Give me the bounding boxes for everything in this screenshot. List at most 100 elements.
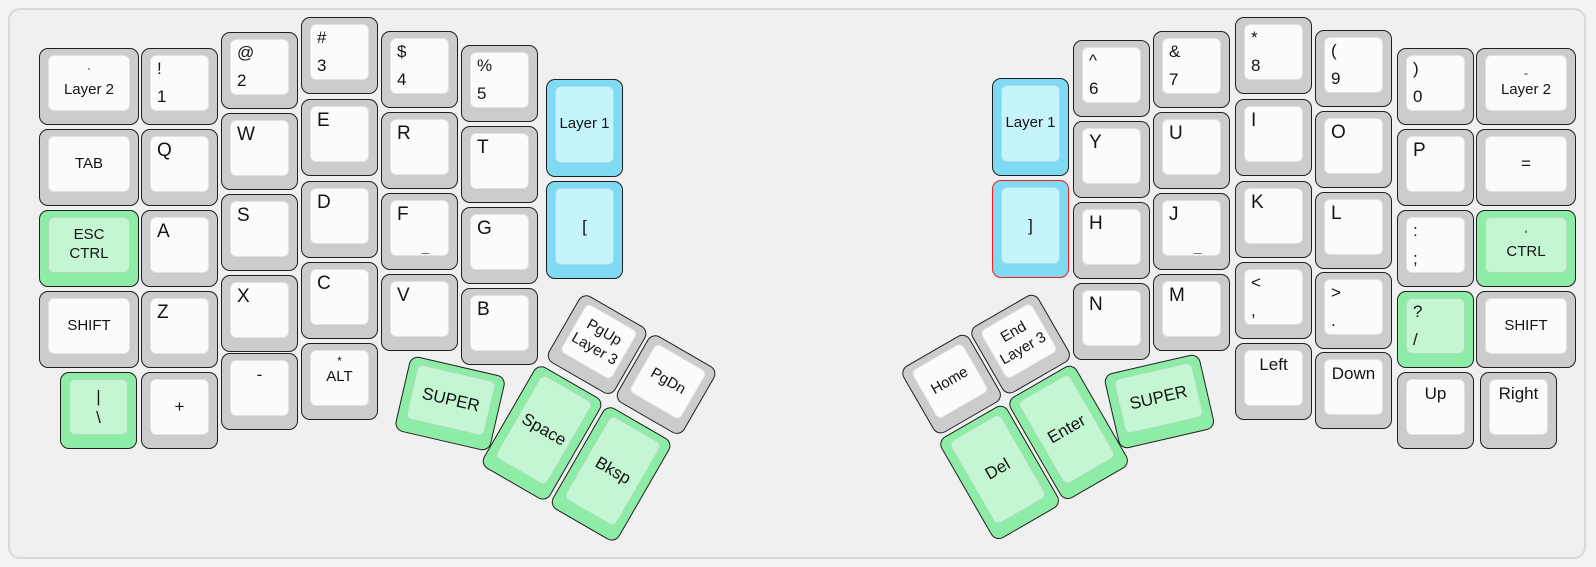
key-legend-group: = (1486, 137, 1566, 191)
key-x[interactable]: X (221, 275, 298, 352)
key-layer1-left[interactable]: Layer 1 (546, 79, 623, 177)
key-lbracket[interactable]: [ (546, 181, 623, 279)
key-legend: Up (1424, 384, 1447, 403)
key-legend: W (237, 124, 255, 145)
key-tab[interactable]: TAB (39, 129, 139, 206)
key-down-arrow[interactable]: Down (1315, 352, 1392, 429)
key-legend: 6 (1089, 79, 1099, 99)
key-shift-right[interactable]: SHIFT (1476, 291, 1576, 368)
keycap-top: - (230, 360, 289, 416)
key-legend-group: Home (912, 343, 988, 418)
key-legend: * (337, 354, 342, 368)
keycap-top: <, (1244, 269, 1303, 325)
key-w[interactable]: W (221, 113, 298, 190)
key-legend: ESC (73, 226, 105, 244)
key-legend: S (237, 205, 250, 226)
key-legend-group: !1 (151, 56, 208, 110)
keycap-top: -Layer 2 (1485, 55, 1567, 111)
key-colon-semicolon[interactable]: :; (1397, 210, 1474, 287)
key-quote-ctrl[interactable]: 'CTRL (1476, 210, 1576, 287)
key-less-comma[interactable]: <, (1235, 262, 1312, 339)
key-up-arrow[interactable]: Up (1397, 372, 1474, 449)
key-paren-0[interactable]: )0 (1397, 48, 1474, 125)
keycap-top: T (470, 133, 529, 189)
key-legend: ! (157, 59, 162, 78)
key-rbracket[interactable]: ] (992, 180, 1069, 278)
key-caret-6[interactable]: ^6 (1073, 40, 1150, 117)
key-hash-3[interactable]: #3 (301, 17, 378, 94)
key-equals[interactable]: = (1476, 129, 1576, 206)
key-r[interactable]: R (381, 112, 458, 189)
key-legend: R (397, 123, 411, 144)
key-asterisk-8[interactable]: *8 (1235, 17, 1312, 94)
key-legend: Bksp (591, 453, 634, 489)
key-legend-group: %5 (471, 53, 528, 107)
keycap-top: C (310, 269, 369, 325)
key-f[interactable]: _F (381, 193, 458, 270)
key-j[interactable]: _J (1153, 193, 1230, 270)
keycap-top: S (230, 201, 289, 257)
key-legend: SUPER (420, 384, 482, 416)
key-minus-layer2[interactable]: -Layer 2 (1476, 48, 1576, 125)
key-dollar-4[interactable]: $4 (381, 31, 458, 108)
key-n[interactable]: N (1073, 283, 1150, 360)
key-t[interactable]: T (461, 126, 538, 203)
key-v[interactable]: V (381, 274, 458, 351)
key-g[interactable]: G (461, 207, 538, 284)
key-legend: L (1331, 203, 1342, 224)
key-asterisk-alt[interactable]: *ALT (301, 343, 378, 420)
key-y[interactable]: Y (1073, 121, 1150, 198)
key-at-2[interactable]: @2 (221, 32, 298, 109)
key-legend: - (1524, 65, 1528, 80)
key-legend: M (1169, 285, 1185, 306)
key-question-slash[interactable]: ?/ (1397, 291, 1474, 368)
key-q[interactable]: Q (141, 129, 218, 206)
key-b[interactable]: B (461, 288, 538, 365)
key-a[interactable]: A (141, 210, 218, 287)
key-layer1-right[interactable]: Layer 1 (992, 78, 1069, 176)
key-legend: TAB (74, 154, 104, 172)
key-left-arrow[interactable]: Left (1235, 343, 1312, 420)
key-s[interactable]: S (221, 194, 298, 271)
key-m[interactable]: M (1153, 274, 1230, 351)
keycap-top: _J (1162, 200, 1221, 256)
key-legend: ; (1413, 249, 1418, 269)
key-pipe-backslash[interactable]: |\ (60, 372, 137, 449)
key-legend: \ (96, 408, 101, 427)
key-legend: | (96, 386, 101, 406)
key-minus[interactable]: - (221, 353, 298, 430)
key-d[interactable]: D (301, 181, 378, 258)
key-paren-9[interactable]: (9 (1315, 30, 1392, 107)
key-z[interactable]: Z (141, 291, 218, 368)
key-c[interactable]: C (301, 262, 378, 339)
keycap-top: E (310, 106, 369, 162)
key-h[interactable]: H (1073, 202, 1150, 279)
keycap-top: K (1244, 188, 1303, 244)
key-p[interactable]: P (1397, 129, 1474, 206)
key-i[interactable]: I (1235, 99, 1312, 176)
key-legend: 7 (1169, 70, 1179, 90)
key-legend-group: (9 (1325, 38, 1382, 92)
key-u[interactable]: U (1153, 112, 1230, 189)
key-grave-layer2[interactable]: `Layer 2 (39, 48, 139, 125)
key-legend-group: |\ (70, 380, 127, 434)
key-legend: Home (927, 362, 971, 398)
keycap-top: SUPER (405, 363, 497, 437)
key-k[interactable]: K (1235, 181, 1312, 258)
key-shift-left[interactable]: SHIFT (39, 291, 139, 368)
key-e[interactable]: E (301, 99, 378, 176)
keycap-top: ^6 (1082, 47, 1141, 103)
keycap-top: SHIFT (1485, 298, 1567, 354)
key-exclam-1[interactable]: !1 (141, 48, 218, 125)
key-amp-7[interactable]: &7 (1153, 31, 1230, 108)
key-o[interactable]: O (1315, 111, 1392, 188)
key-l[interactable]: L (1315, 192, 1392, 269)
keycap-top: X (230, 282, 289, 338)
key-greater-period[interactable]: >. (1315, 272, 1392, 349)
key-plus[interactable]: + (141, 372, 218, 449)
key-right-arrow[interactable]: Right (1480, 372, 1557, 449)
key-percent-5[interactable]: %5 (461, 45, 538, 122)
key-legend: > (1331, 283, 1341, 302)
keycap-top: Up (1406, 379, 1465, 435)
